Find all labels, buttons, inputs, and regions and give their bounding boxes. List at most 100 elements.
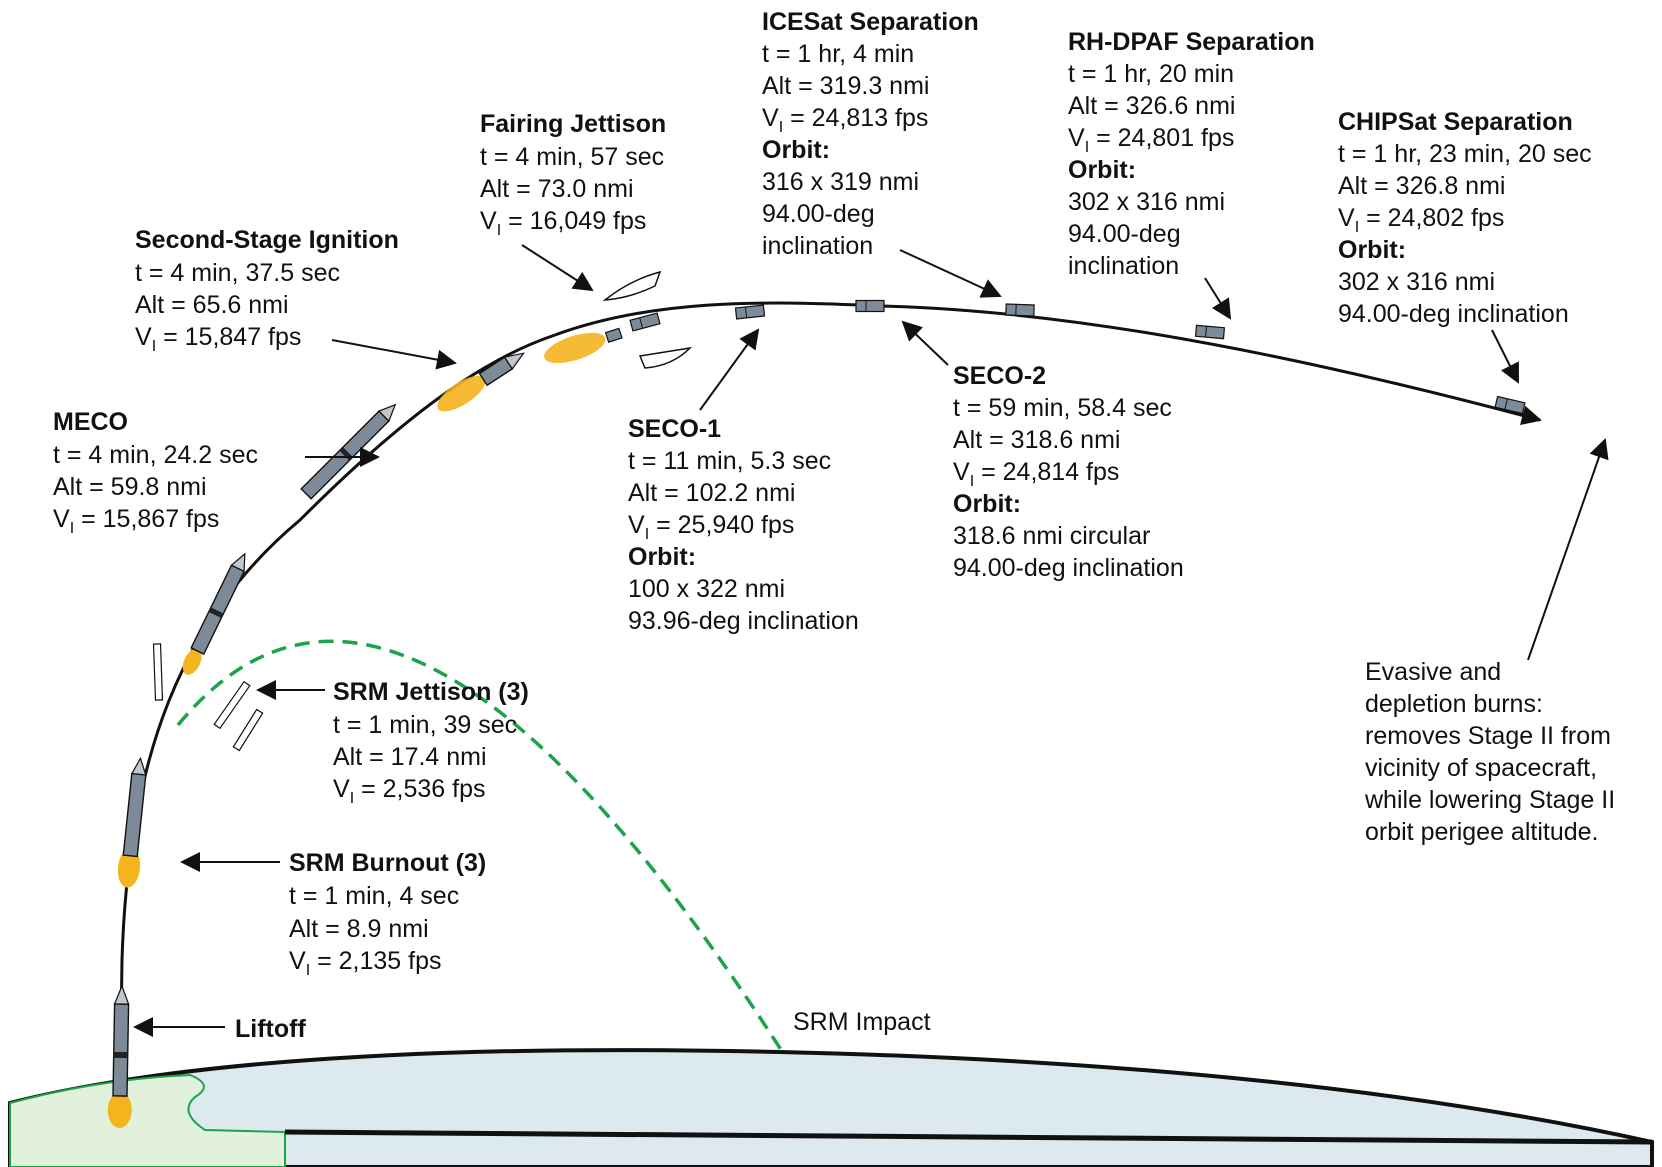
evasive-line3: removes Stage II from [1365, 722, 1611, 750]
fairing-half-upper [602, 270, 662, 301]
evasive-burns-note: Evasive and depletion burns: removes Sta… [1364, 658, 1615, 846]
seco2-alt: Alt = 318.6 nmi [953, 426, 1120, 454]
fairing-jettison-label: Fairing Jettison t = 4 min, 57 sec Alt =… [480, 110, 666, 239]
seco1-title: SECO-1 [628, 415, 721, 443]
srm-burnout-label: SRM Burnout (3) t = 1 min, 4 sec Alt = 8… [289, 849, 486, 979]
srm-casing-1 [152, 643, 164, 701]
seco1-orbit-heading: Orbit: [628, 543, 696, 571]
rocket-second-stage [437, 352, 525, 412]
srm-burnout-velocity: VI = 2,135 fps [289, 947, 442, 979]
fairing-half-lower [638, 346, 693, 369]
arrow-evasive [1527, 438, 1609, 661]
meco-title: MECO [53, 408, 128, 436]
icesat-orbit-line3: inclination [762, 232, 873, 260]
evasive-line1: Evasive and [1365, 658, 1501, 686]
fairing-jettison-time: t = 4 min, 57 sec [480, 143, 664, 171]
rhdpaf-label: RH-DPAF Separation t = 1 hr, 20 min Alt … [1068, 28, 1315, 280]
rhdpaf-orbit-line1: 302 x 316 nmi [1068, 188, 1225, 216]
rocket-fairing [544, 327, 623, 364]
meco-velocity: VI = 15,867 fps [53, 505, 219, 537]
arrow-fairing-jettison [521, 244, 594, 292]
icesat-orbit-line1: 316 x 319 nmi [762, 168, 919, 196]
srm-jettison-velocity: VI = 2,536 fps [333, 775, 486, 807]
seco1-time: t = 11 min, 5.3 sec [628, 447, 831, 475]
srm-jettison-label: SRM Jettison (3) t = 1 min, 39 sec Alt =… [333, 678, 529, 807]
srm-burnout-title: SRM Burnout (3) [289, 849, 486, 877]
upper-stage-5 [1194, 324, 1226, 340]
evasive-line5: while lowering Stage II [1364, 786, 1615, 814]
seco2-orbit-line1: 318.6 nmi circular [953, 522, 1150, 550]
upper-stage-3 [855, 299, 885, 313]
seco1-orbit-line1: 100 x 322 nmi [628, 575, 785, 603]
icesat-orbit-heading: Orbit: [762, 136, 830, 164]
arrow-seco1 [699, 328, 760, 411]
seco2-title: SECO-2 [953, 362, 1046, 390]
upper-stage-6 [1494, 395, 1526, 415]
upper-stage-1 [629, 312, 661, 332]
seco2-velocity: VI = 24,814 fps [953, 458, 1119, 490]
earth-horizon-line [284, 1129, 1653, 1145]
land-mass [9, 1073, 286, 1167]
upper-stage-2 [734, 304, 766, 320]
rhdpaf-velocity: VI = 24,801 fps [1068, 124, 1234, 156]
chipsat-orbit-line2: 94.00-deg inclination [1338, 300, 1569, 328]
rocket-srm-burnout [117, 756, 147, 888]
fairing-jettison-alt: Alt = 73.0 nmi [480, 175, 634, 203]
seco2-orbit-heading: Orbit: [953, 490, 1021, 518]
chipsat-orbit-line1: 302 x 316 nmi [1338, 268, 1495, 296]
srm-impact-label: SRM Impact [793, 1008, 931, 1036]
rhdpaf-orbit-heading: Orbit: [1068, 156, 1136, 184]
icesat-label: ICESat Separation t = 1 hr, 4 min Alt = … [762, 8, 979, 260]
icesat-alt: Alt = 319.3 nmi [762, 72, 929, 100]
seco1-orbit-line2: 93.96-deg inclination [628, 607, 859, 635]
chipsat-orbit-heading: Orbit: [1338, 236, 1406, 264]
seco2-orbit-line2: 94.00-deg inclination [953, 554, 1184, 582]
rhdpaf-orbit-line3: inclination [1068, 252, 1179, 280]
seco2-time: t = 59 min, 58.4 sec [953, 394, 1172, 422]
arrow-chipsat [1491, 329, 1519, 384]
srm-jettison-alt: Alt = 17.4 nmi [333, 743, 487, 771]
rhdpaf-title: RH-DPAF Separation [1068, 28, 1315, 56]
icesat-title: ICESat Separation [762, 8, 979, 36]
arrow-seco2 [901, 320, 949, 366]
srm-burnout-alt: Alt = 8.9 nmi [289, 915, 429, 943]
second-stage-ignition-time: t = 4 min, 37.5 sec [135, 259, 340, 287]
rhdpaf-orbit-line2: 94.00-deg [1068, 220, 1181, 248]
arrow-icesat [899, 249, 1002, 298]
seco1-alt: Alt = 102.2 nmi [628, 479, 795, 507]
arrow-second-stage-ignition [331, 339, 457, 370]
meco-alt: Alt = 59.8 nmi [53, 473, 207, 501]
liftoff-title: Liftoff [235, 1015, 306, 1043]
rhdpaf-alt: Alt = 326.6 nmi [1068, 92, 1235, 120]
second-stage-ignition-alt: Alt = 65.6 nmi [135, 291, 289, 319]
meco-time: t = 4 min, 24.2 sec [53, 441, 258, 469]
srm-burnout-time: t = 1 min, 4 sec [289, 882, 459, 910]
icesat-orbit-line2: 94.00-deg [762, 200, 875, 228]
srm-impact-path [176, 639, 787, 1057]
chipsat-label: CHIPSat Separation t = 1 hr, 23 min, 20 … [1338, 108, 1592, 328]
seco2-label: SECO-2 t = 59 min, 58.4 sec Alt = 318.6 … [953, 362, 1184, 582]
seco1-label: SECO-1 t = 11 min, 5.3 sec Alt = 102.2 n… [628, 415, 859, 635]
second-stage-ignition-title: Second-Stage Ignition [135, 226, 399, 254]
second-stage-ignition-velocity: VI = 15,847 fps [135, 323, 301, 355]
meco-label: MECO t = 4 min, 24.2 sec Alt = 59.8 nmi … [53, 408, 258, 537]
rhdpaf-time: t = 1 hr, 20 min [1068, 60, 1234, 88]
fairing-jettison-velocity: VI = 16,049 fps [480, 207, 646, 239]
icesat-time: t = 1 hr, 4 min [762, 40, 914, 68]
second-stage-ignition-label: Second-Stage Ignition t = 4 min, 37.5 se… [135, 226, 399, 355]
rocket-meco [300, 403, 397, 500]
icesat-velocity: VI = 24,813 fps [762, 104, 928, 136]
chipsat-velocity: VI = 24,802 fps [1338, 204, 1504, 236]
chipsat-title: CHIPSat Separation [1338, 108, 1573, 136]
srm-casing-3 [232, 708, 264, 752]
arrow-rhdpaf [1204, 277, 1232, 320]
srm-jettison-time: t = 1 min, 39 sec [333, 711, 517, 739]
fairing-jettison-title: Fairing Jettison [480, 110, 666, 138]
upper-stage-4 [1005, 303, 1035, 317]
evasive-line6: orbit perigee altitude. [1365, 818, 1598, 846]
chipsat-time: t = 1 hr, 23 min, 20 sec [1338, 140, 1592, 168]
evasive-line2: depletion burns: [1365, 690, 1543, 718]
evasive-line4: vicinity of spacecraft, [1365, 754, 1597, 782]
srm-jettison-title: SRM Jettison (3) [333, 678, 529, 706]
